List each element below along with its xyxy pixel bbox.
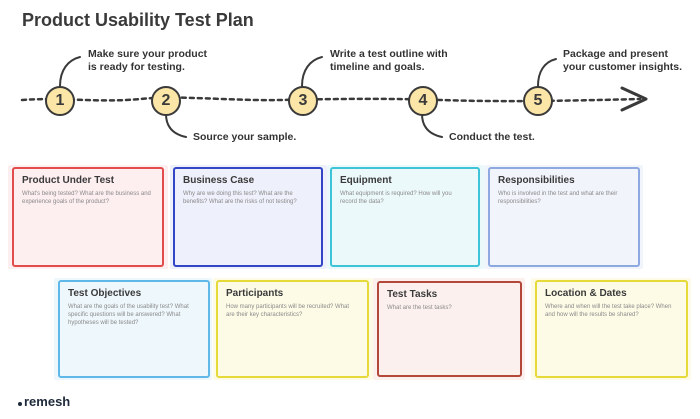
card-title: Test Objectives (68, 288, 142, 299)
logo-dot-icon (18, 401, 22, 406)
card-location-dates: Location & Dates Where and when will the… (535, 280, 688, 378)
step-3-note: Write a test outline with timeline and g… (330, 48, 448, 73)
card-test-objectives: Test Objectives What are the goals of th… (58, 280, 210, 378)
card-responsibilities: Responsibilities Who is involved in the … (488, 167, 640, 267)
step-4-number: 4 (418, 92, 428, 109)
remesh-logo: remesh (18, 394, 70, 409)
card-desc: Why are we doing this test? What are the… (183, 191, 297, 205)
card-business-case: Business Case Why are we doing this test… (173, 167, 323, 267)
step-4-note: Conduct the test. (449, 131, 535, 143)
timeline-line (20, 56, 648, 138)
step-2-circle: 2 (151, 86, 181, 116)
card-title: Responsibilities (498, 175, 575, 186)
page-title: Product Usability Test Plan (22, 10, 254, 30)
step-1-circle: 1 (45, 86, 75, 116)
logo-text: remesh (24, 394, 71, 409)
step-1-number: 1 (55, 92, 65, 109)
card-title: Test Tasks (387, 289, 438, 300)
card-desc: What are the test tasks? (387, 305, 452, 311)
card-desc: What equipment is required? How will you… (340, 191, 452, 205)
card-test-tasks: Test Tasks What are the test tasks? (377, 281, 522, 377)
step-1-note: Make sure your product is ready for test… (88, 48, 208, 73)
card-title: Participants (226, 288, 284, 299)
card-product-under-test: Product Under Test What's being tested? … (12, 167, 164, 267)
step-3-number: 3 (298, 92, 308, 109)
step-3-circle: 3 (288, 86, 318, 116)
step-2-number: 2 (161, 92, 171, 109)
step-2-note: Source your sample. (193, 131, 297, 143)
card-title: Equipment (340, 175, 392, 186)
step-5-circle: 5 (523, 86, 553, 116)
card-desc: Who is involved in the test and what are… (498, 191, 618, 205)
card-title: Business Case (183, 175, 255, 186)
step-5-number: 5 (533, 92, 543, 109)
card-participants: Participants How many participants will … (216, 280, 369, 378)
step-5-note: Package and present your customer insigh… (563, 48, 683, 73)
card-desc: What's being tested? What are the busine… (22, 191, 151, 205)
card-desc: What are the goals of the usability test… (68, 304, 189, 326)
card-title: Location & Dates (545, 288, 627, 299)
step-4-circle: 4 (408, 86, 438, 116)
card-title: Product Under Test (22, 175, 115, 186)
card-equipment: Equipment What equipment is required? Ho… (330, 167, 480, 267)
card-desc: How many participants will be recruited?… (226, 304, 350, 318)
card-desc: Where and when will the test take place?… (545, 304, 672, 318)
